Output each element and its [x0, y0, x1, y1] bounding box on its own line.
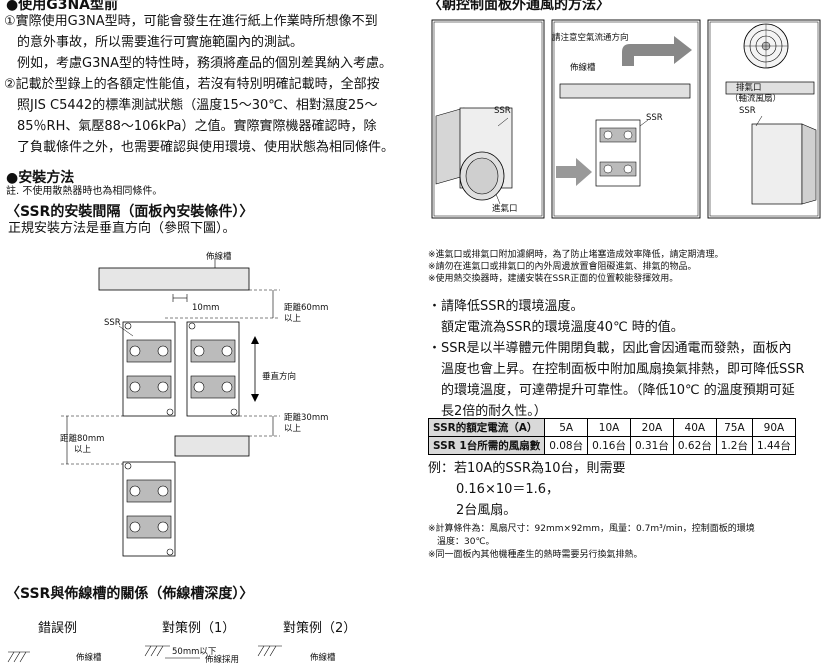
duct-label: 佈線槽 — [206, 252, 232, 262]
dist-80mm-above: 以上 — [74, 445, 92, 455]
table-cell: 1.44台 — [751, 436, 796, 455]
table-cell: 20A — [629, 418, 674, 437]
calc-note: 溫度：30℃。 — [428, 537, 495, 547]
ssr-spacing-diagram — [61, 258, 280, 557]
temp-bullet: ・SSR是以半導體元件開閉負載，因此會因通電而發熱，面板內 — [428, 341, 792, 356]
note-line: 的意外事故，所以需要進行可實施範圍內的測試。 — [4, 35, 304, 50]
table-cell: 0.62台 — [672, 436, 717, 455]
subsection-title-duct-depth: 〈SSR與佈線槽的關係（佈線槽深度）〉 — [6, 586, 254, 602]
spacing-text: 正規安裝方法是垂直方向（參照下圖）。 — [8, 221, 236, 236]
table-cell: 90A — [751, 418, 796, 437]
note-line: 照JIS C5442的標準測試狀態（溫度15～30℃、相對濕度25～ — [4, 98, 378, 113]
ventilation-diagram — [431, 19, 821, 219]
table-cell: 5A — [544, 418, 589, 437]
section-title-install: ●安裝方法 — [6, 170, 75, 186]
right-duct-label: 佈線槽 — [570, 63, 596, 73]
ex2-duct-label: 佈線槽 — [310, 653, 336, 663]
example-fix-2: 對策例（2） — [283, 621, 357, 636]
table-cell: 75A — [715, 418, 753, 437]
example-wrong: 錯誤例 — [38, 621, 78, 636]
ex-duct-label: 佈線槽 — [76, 653, 102, 663]
example-fix-1: 對策例（1） — [162, 621, 236, 636]
dist-60mm-above: 以上 — [284, 314, 302, 324]
airflow-arrow-in — [556, 158, 592, 186]
table-cell: 0.31台 — [629, 436, 674, 455]
table-cell: 40A — [672, 418, 717, 437]
example-line: 例：若10A的SSR為10台，則需要 — [428, 461, 626, 476]
right-ssr-label-3: SSR — [739, 106, 756, 116]
table-row: SSR 1台所需的風扇數 0.08台 0.16台 0.31台 0.62台 1.2… — [427, 436, 796, 455]
section-title-before-use: ●使用G3NA型前 — [6, 0, 118, 13]
ssr-label: SSR — [104, 318, 121, 328]
right-ssr-label-1: SSR — [494, 106, 511, 116]
temp-bullet: 長2倍的耐久性。） — [428, 404, 547, 419]
calc-note: ※計算條件為：風扇尺寸：92mm×92mm，風量：0.7m³/min，控制面板的… — [428, 524, 755, 534]
middle-wiring-duct — [174, 435, 250, 457]
ssr-unit-upper-left — [122, 321, 176, 417]
temp-bullet: ・請降低SSR的環境溫度。 — [428, 299, 584, 314]
airflow-arrow-up — [622, 36, 692, 66]
temp-bullet: 的環境溫度，可達帶提升可靠性。（降低10℃ 的溫度預期可延 — [428, 383, 795, 398]
vent-note: ※使用熱交換器時，建議安裝在SSR正面的位置較能發揮效用。 — [428, 274, 679, 284]
ssr-unit-lower — [122, 461, 176, 557]
note-line: 了負載條件之外，也需要確認與使用環境、使用狀態為相同條件。 — [4, 140, 395, 155]
note-line: 85％RH、氣壓88～106kPa）之值。實際實際機器確認時，除 — [4, 119, 377, 134]
ex-partial-label: 佈線採用 — [205, 655, 240, 665]
fan-count-table: SSR的額定電流（A） 5A 10A 20A 40A 75A 90A SSR 1… — [427, 418, 796, 455]
table-row: SSR的額定電流（A） 5A 10A 20A 40A 75A 90A — [427, 418, 796, 437]
exhaust-label: 排氣口 — [736, 83, 762, 93]
table-cell: 0.08台 — [544, 436, 589, 455]
table-cell: 1.2台 — [715, 436, 753, 455]
install-note: 註. 不使用散熱器時也為相同條件。 — [6, 186, 163, 197]
vent-note: ※進氣口或排氣口附加濾網時，為了防止堵塞造成效率降低，請定期清理。 — [428, 250, 724, 260]
ssr-unit-upper-right — [186, 321, 240, 417]
dist-80mm-label: 距離80mm — [60, 434, 105, 444]
table-cell: 10A — [587, 418, 631, 437]
panel-3-duct — [725, 81, 815, 95]
table-header-cell: SSR的額定電流（A） — [427, 418, 546, 437]
temp-bullet: 額定電流為SSR的環境溫度40℃ 時的值。 — [428, 320, 684, 335]
right-ssr-label-2: SSR — [646, 113, 663, 123]
vent-note: ※請勿在進氣口或排氣口的內外周邊放置會阻礙進氣、排氣的物品。 — [428, 262, 697, 272]
ventilation-title: 〈朝控制面板外通風的方法〉 — [428, 0, 610, 13]
vertical-direction-label: 垂直方向 — [262, 372, 297, 382]
table-header-cell: SSR 1台所需的風扇數 — [427, 436, 546, 455]
table-cell: 0.16台 — [587, 436, 631, 455]
note-line: ①實際使用G3NA型時，可能會發生在進行紙上作業時所想像不到 — [4, 14, 378, 29]
inlet-label: 進氣口 — [492, 204, 518, 214]
note-line: ②記載於型錄上的各額定性能值，若沒有特別明確記載時，全部按 — [4, 77, 380, 92]
gap-10mm-label: 10mm — [192, 303, 220, 313]
subsection-title-spacing: 〈SSR的安裝間隔（面板內安裝條件）〉 — [6, 204, 254, 220]
airflow-note-label: 請注意空氣流通方向 — [552, 33, 629, 43]
panel-2-duct — [559, 83, 691, 99]
dist-60mm-label: 距離60mm — [284, 303, 329, 313]
note-line: 例如，考慮G3NA型的特性時，務須將產品的個別差異納入考慮。 — [4, 56, 392, 71]
temp-bullet: 溫度也會上昇。在控制面板中附加風扇換氣排熱，即可降低SSR — [428, 362, 805, 377]
top-wiring-duct — [98, 267, 250, 291]
dist-30mm-label: 距離30mm — [284, 413, 329, 423]
ex-50mm-label: 50mm以下 — [172, 647, 217, 657]
example-line: 2台風扇。 — [456, 503, 517, 518]
duct-depth-diagram — [7, 645, 282, 663]
calc-note: ※同一面板內其他機種產生的熱時需要另行換氣排熱。 — [428, 550, 643, 560]
exhaust-fan-label: （軸流風扇） — [730, 94, 782, 104]
example-line: 0.16×10＝1.6， — [456, 482, 560, 497]
dist-30mm-above: 以上 — [284, 424, 302, 434]
